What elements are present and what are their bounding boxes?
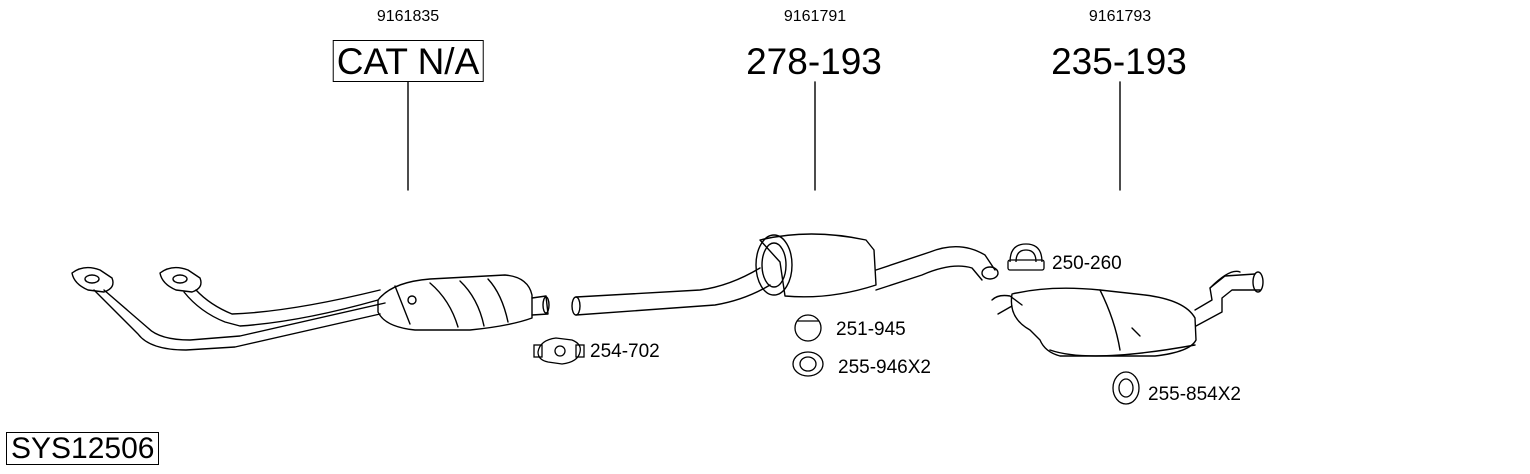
clamp-icon	[533, 337, 585, 365]
gasket-ring-icon	[794, 314, 822, 342]
rubber-hanger-icon	[1112, 371, 1140, 405]
rubber-hanger-icon	[792, 351, 824, 377]
oe-number: 9161793	[1088, 8, 1152, 25]
accessory-label: 255-946X2	[838, 357, 931, 378]
accessory-label: 250-260	[1052, 253, 1122, 274]
oe-number: 9161791	[783, 8, 847, 25]
oe-number: 9161835	[376, 8, 440, 25]
system-id-badge: SYS12506	[6, 432, 160, 465]
accessory-label: 251-945	[836, 319, 906, 340]
rear-silencer	[991, 270, 1264, 357]
accessory-label: 255-854X2	[1148, 384, 1241, 405]
part-number-middle-silencer: 278-193	[746, 41, 882, 82]
middle-silencer	[571, 233, 999, 316]
part-number-rear-silencer: 235-193	[1051, 41, 1187, 82]
front-pipe-catalyst	[71, 266, 550, 351]
part-number-catalyst: CAT N/A	[332, 40, 484, 82]
accessory-label: 254-702	[590, 341, 660, 362]
u-clamp-icon	[1007, 243, 1045, 271]
